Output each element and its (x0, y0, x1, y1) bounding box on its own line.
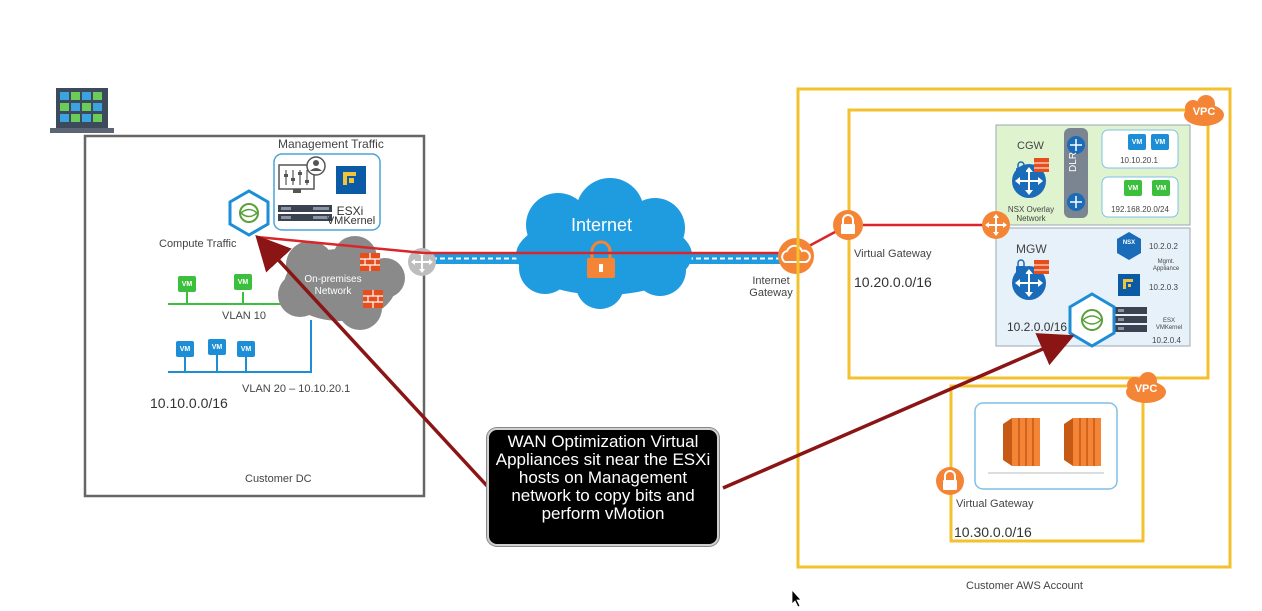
dlr-router-icon (1067, 136, 1085, 211)
management-traffic-label: Management Traffic (278, 137, 384, 151)
vcenter-ip-label: 10.2.0.3 (1149, 283, 1178, 292)
vpc-badge-2-label: VPC (1134, 383, 1158, 395)
mgmt-cidr-label: 10.2.0.0/16 (1007, 320, 1067, 334)
mouse-pointer-icon (791, 588, 802, 608)
subnet-1-label: 10.10.20.1 (1120, 156, 1158, 165)
internet-gateway-label: Internet Gateway (749, 275, 793, 299)
firewall-icon (1034, 260, 1049, 274)
callout-arrows (255, 234, 1075, 490)
ec2-instance-icon (1064, 418, 1101, 466)
vm-icon: VM (1152, 180, 1170, 196)
server-rack-icon (278, 205, 332, 221)
esx-vmkernel-label: ESX VMKernel (1155, 318, 1183, 331)
vm-icon: VM (237, 341, 255, 357)
nsx-badge-label: NSX (1122, 240, 1136, 246)
vm-icon: VM (176, 341, 194, 357)
vcenter-small-icon (1118, 274, 1140, 296)
mgw-router-icon (1012, 266, 1046, 300)
nsx-manager-icon (1117, 232, 1141, 260)
customer-aws-account-label: Customer AWS Account (966, 580, 1083, 592)
vm-icon: VM (178, 276, 196, 292)
virtual-gateway-2-label: Virtual Gateway (956, 498, 1034, 510)
virtual-gateway-lock-icon (936, 467, 964, 495)
vpc-badge-1-label: VPC (1192, 106, 1216, 118)
vpc1-cidr-label: 10.20.0.0/16 (854, 274, 932, 290)
virtual-gateway-lock-icon (833, 210, 863, 240)
vmkernel-label: VMKernel (326, 215, 376, 227)
vm-icon: VM (234, 274, 252, 290)
vpc-badge-cloud (1184, 95, 1224, 126)
vm-icon: VM (208, 339, 226, 355)
lock-icon (1016, 161, 1026, 176)
firewall-icon (360, 253, 380, 271)
nsx-overlay-network-label: NSX Overlay Network (1007, 205, 1055, 223)
mgw-label: MGW (1016, 242, 1047, 256)
virtual-gateway-1-label: Virtual Gateway (854, 248, 932, 260)
aws-wan-optimizer-hexagon-icon (1068, 292, 1116, 348)
firewall-icon (363, 290, 383, 308)
wan-optimizer-hexagon-icon (228, 189, 270, 237)
esx-ip-label: 10.2.0.4 (1152, 336, 1181, 345)
on-premises-network-label: On-premises Network (304, 274, 362, 297)
vlan20-label: VLAN 20 – 10.10.20.1 (242, 383, 351, 395)
vpc-2-box (949, 384, 1145, 543)
vcenter-icon (336, 166, 366, 194)
esx-server-icon (1115, 307, 1147, 332)
vm-icon: VM (1128, 134, 1146, 150)
vm-icon: VM (1151, 134, 1169, 150)
internet-label: Internet (571, 215, 633, 235)
internet-gateway-icon (778, 238, 814, 274)
vpc2-cidr-label: 10.30.0.0/16 (954, 524, 1032, 540)
vm-icon: VM (1124, 180, 1142, 196)
compute-traffic-label: Compute Traffic (159, 238, 237, 250)
onprem-cidr-label: 10.10.0.0/16 (150, 395, 228, 411)
mgmt-appliance-label: Mgmt. Appliance (1152, 259, 1180, 272)
padlock-icon (587, 240, 615, 278)
customer-aws-account-box (796, 87, 1232, 569)
junction-router-icon (982, 211, 1010, 239)
esxi-label: ESXi (336, 204, 364, 218)
cgw-label: CGW (1017, 140, 1044, 152)
nsx-ip-label: 10.2.0.2 (1149, 242, 1178, 251)
vpc-1-box (847, 108, 1210, 380)
router-icon (408, 248, 436, 276)
lock-icon (1016, 259, 1026, 274)
wan-optimization-callout: WAN Optimization Virtual Appliances sit … (487, 428, 719, 546)
vpc-badge-cloud (1126, 372, 1166, 403)
datacenter-building-icon (50, 88, 114, 133)
monitor-sliders-icon (278, 156, 326, 193)
firewall-icon (1034, 158, 1049, 172)
customer-dc-label: Customer DC (245, 473, 312, 485)
dlr-label: DLR (1068, 151, 1079, 172)
ec2-instance-icon (1003, 418, 1040, 466)
subnet-2-label: 192.168.20.0/24 (1111, 205, 1169, 214)
vlan10-label: VLAN 10 (222, 310, 267, 322)
customer-dc-box (83, 134, 426, 498)
